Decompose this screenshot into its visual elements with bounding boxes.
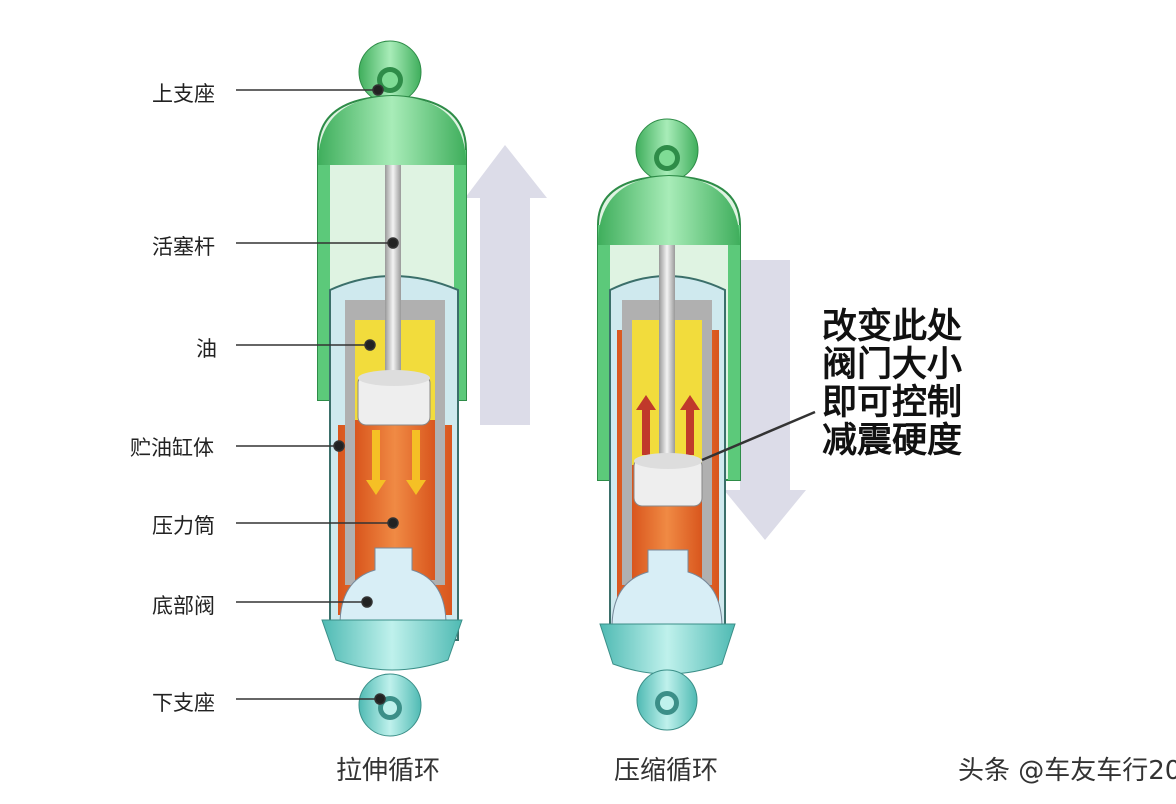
label-reservoir-cylinder: 贮油缸体 [130, 436, 214, 460]
annotation-line: 改变此处 [822, 307, 963, 347]
arrow-up-icon [465, 145, 547, 425]
watermark: 头条 @车友车行2021 [958, 756, 1176, 786]
label-pressure-tube: 压力筒 [152, 514, 215, 538]
caption-extension: 拉伸循环 [336, 756, 441, 786]
caption-compression: 压缩循环 [614, 756, 719, 786]
annotation-line: 减震硬度 [822, 421, 963, 461]
shock-absorber-compression [597, 118, 741, 731]
valve-annotation: 改变此处 阀门大小 即可控制 减震硬度 [822, 308, 962, 460]
label-oil: 油 [196, 337, 217, 361]
label-base-valve: 底部阀 [152, 594, 215, 618]
leader-lines [236, 84, 816, 705]
shock-absorber-extension [317, 40, 467, 737]
label-upper-mount: 上支座 [152, 82, 215, 106]
arrow-down-icon [724, 260, 806, 540]
label-piston-rod: 活塞杆 [152, 235, 215, 259]
annotation-line: 即可控制 [822, 383, 963, 423]
label-lower-mount: 下支座 [152, 691, 215, 715]
annotation-line: 阀门大小 [822, 345, 963, 385]
